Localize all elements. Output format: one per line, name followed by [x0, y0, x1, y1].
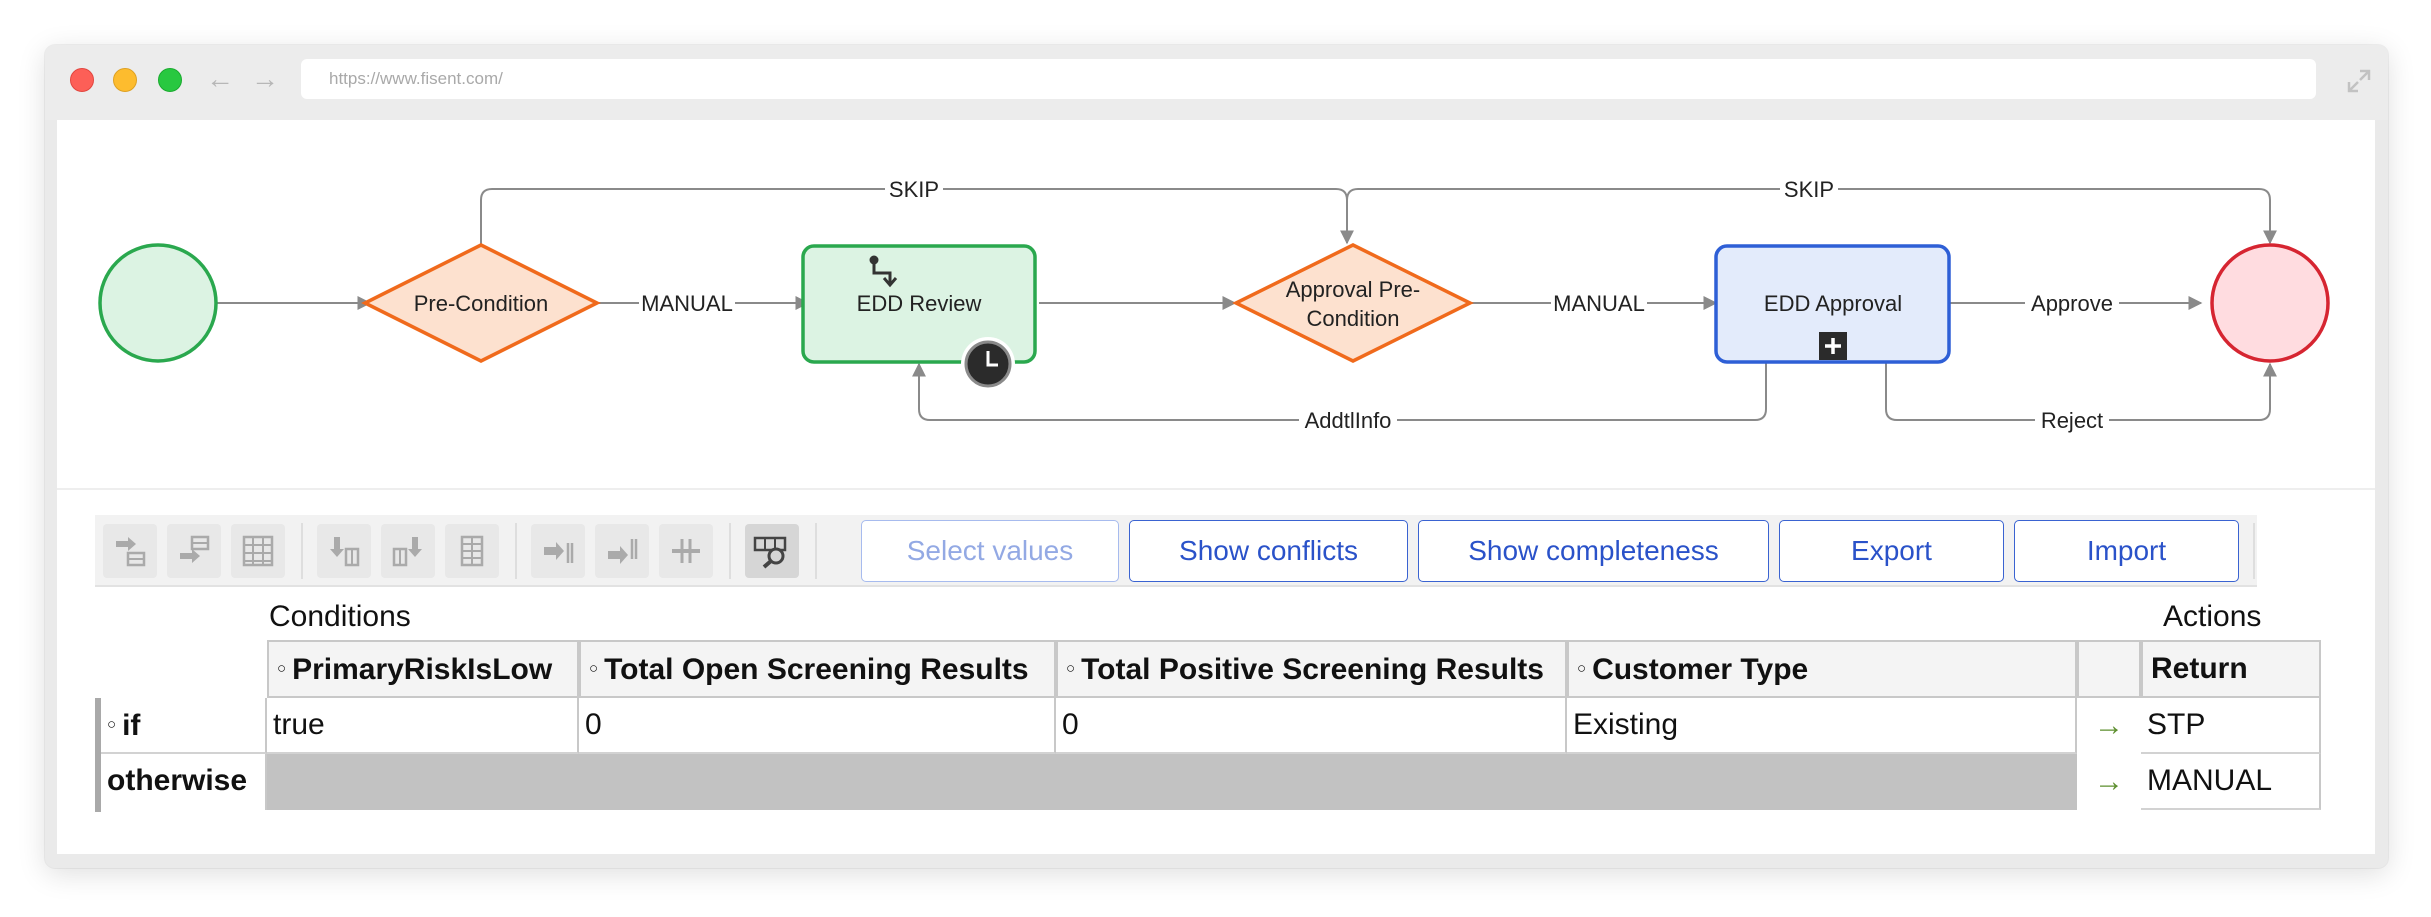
edd-review-label: EDD Review [857, 291, 982, 316]
cell-primary-risk[interactable]: true [267, 698, 579, 754]
conditions-label: Conditions [269, 600, 411, 633]
rule-row-marker [95, 698, 101, 812]
rule-row-otherwise[interactable]: otherwise [101, 754, 267, 810]
panel-divider [57, 488, 2375, 490]
approval-pre-condition-label-line2: Condition [1307, 306, 1400, 331]
arrow-right-icon: → [2094, 709, 2124, 742]
rule-label: if [122, 709, 141, 742]
toolbar-separator [515, 523, 517, 579]
expand-icon[interactable] [2345, 67, 2373, 95]
cell-customer-type[interactable]: Existing [1567, 698, 2077, 754]
forward-arrow-icon[interactable]: → [251, 63, 279, 94]
close-window-button[interactable] [70, 68, 94, 92]
export-button[interactable]: Export [1779, 520, 2004, 582]
cell-return[interactable]: STP [2141, 698, 2321, 754]
column-header-customer-type[interactable]: ○Customer Type [1567, 640, 2077, 698]
insert-action-right-icon[interactable] [595, 524, 649, 578]
edd-review-task[interactable]: EDD Review [801, 244, 1037, 391]
column-header-total-positive-screening[interactable]: ○Total Positive Screening Results [1056, 640, 1567, 698]
edge-label-addtl-info: AddtlInfo [1305, 408, 1392, 433]
pre-condition-label: Pre-Condition [414, 291, 549, 316]
column-header-label: Total Positive Screening Results [1081, 653, 1544, 686]
arrow-column-header [2077, 640, 2141, 698]
workflow-diagram: MANUAL MANUAL SKIP SKIP Approve Reject A… [98, 176, 2330, 434]
actions-label: Actions [2163, 600, 2262, 633]
column-header-total-open-screening[interactable]: ○Total Open Screening Results [579, 640, 1056, 698]
edge-label-manual-2: MANUAL [1553, 291, 1645, 316]
page-content: MANUAL MANUAL SKIP SKIP Approve Reject A… [57, 120, 2375, 854]
timer-icon [961, 337, 1015, 391]
otherwise-fill [267, 754, 2077, 810]
edge-label-skip-2: SKIP [1784, 177, 1834, 202]
toolbar-separator [729, 523, 731, 579]
insert-rule-above-icon[interactable] [103, 524, 157, 578]
column-header-label: Return [2151, 652, 2248, 685]
browser-chrome: ← → https://www.fisent.com/ [45, 45, 2388, 120]
delete-column-icon[interactable] [445, 524, 499, 578]
insert-column-left-icon[interactable] [317, 524, 371, 578]
browser-window: ← → https://www.fisent.com/ [45, 45, 2388, 868]
back-arrow-icon[interactable]: ← [206, 63, 234, 94]
insert-rule-below-icon[interactable] [167, 524, 221, 578]
toolbar-separator [2253, 523, 2255, 579]
column-header-label: Total Open Screening Results [604, 653, 1029, 686]
start-event[interactable] [98, 243, 218, 363]
maximize-window-button[interactable] [158, 68, 182, 92]
select-values-button[interactable]: Select values [861, 520, 1119, 582]
edge-skip-2 [1346, 188, 2277, 245]
approval-pre-condition-gateway[interactable]: Approval Pre- Condition [1232, 243, 1474, 363]
insert-column-right-icon[interactable] [381, 524, 435, 578]
toolbar-separator [815, 523, 817, 579]
edd-approval-label: EDD Approval [1764, 291, 1902, 316]
pre-condition-gateway[interactable]: Pre-Condition [361, 243, 601, 363]
cell-total-open-screening[interactable]: 0 [579, 698, 1056, 754]
delete-rule-icon[interactable] [231, 524, 285, 578]
minimize-window-button[interactable] [113, 68, 137, 92]
edge-label-approve: Approve [2031, 291, 2113, 316]
show-completeness-button[interactable]: Show completeness [1418, 520, 1769, 582]
toolbar-separator [301, 523, 303, 579]
edge-label-skip-1: SKIP [889, 177, 939, 202]
decision-table-toolbar: Select values Show conflicts Show comple… [95, 515, 2257, 587]
show-conflicts-button[interactable]: Show conflicts [1129, 520, 1408, 582]
address-bar[interactable]: https://www.fisent.com/ [301, 59, 2316, 99]
rule-row-if[interactable]: ○if [101, 698, 267, 754]
edd-approval-task[interactable]: EDD Approval [1714, 244, 1951, 364]
column-header-label: PrimaryRiskIsLow [292, 653, 553, 686]
column-header-label: Customer Type [1592, 653, 1809, 686]
insert-action-left-icon[interactable] [531, 524, 585, 578]
inspect-table-icon[interactable] [745, 524, 799, 578]
edge-label-manual-1: MANUAL [641, 291, 733, 316]
column-header-primary-risk[interactable]: ○PrimaryRiskIsLow [267, 640, 579, 698]
approval-pre-condition-label-line1: Approval Pre- [1286, 277, 1421, 302]
expand-subprocess-icon[interactable] [1819, 332, 1847, 360]
cell-return[interactable]: MANUAL [2141, 754, 2321, 810]
cell-total-positive-screening[interactable]: 0 [1056, 698, 1567, 754]
delete-action-icon[interactable] [659, 524, 713, 578]
column-header-return[interactable]: Return [2141, 640, 2321, 698]
end-event[interactable] [2210, 243, 2330, 363]
arrow-right-icon: → [2094, 765, 2124, 798]
edge-label-reject: Reject [2041, 408, 2103, 433]
route-icon [869, 255, 898, 288]
import-button[interactable]: Import [2014, 520, 2239, 582]
